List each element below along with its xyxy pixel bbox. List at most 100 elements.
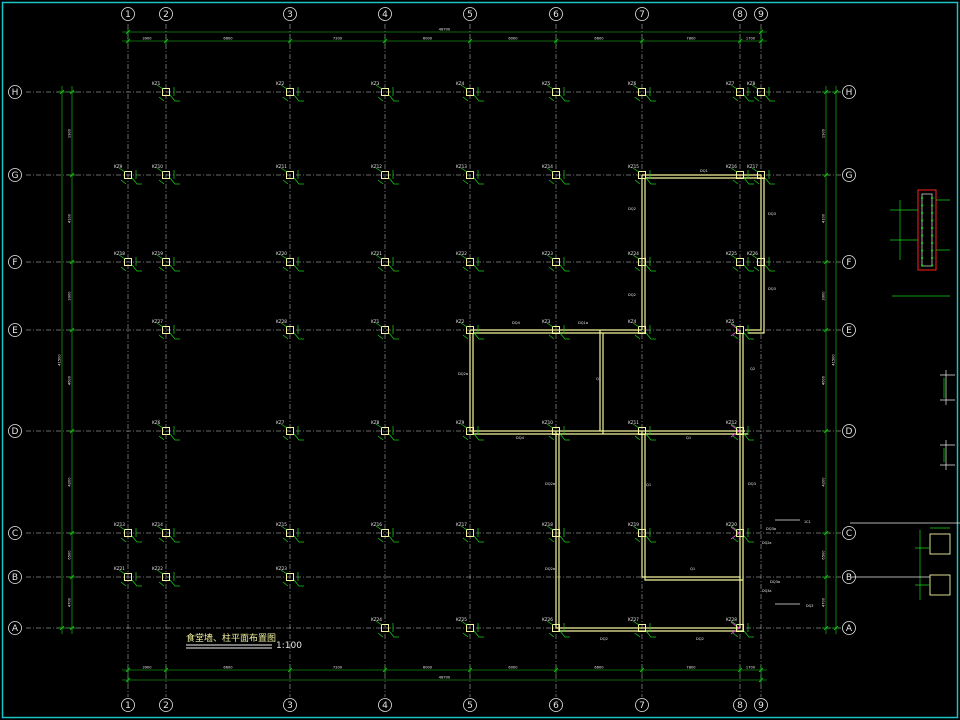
column-tag: KZ1 xyxy=(152,81,161,86)
column: KZ18 xyxy=(542,522,570,543)
column-tag: KZ3 xyxy=(542,319,551,324)
wall-label: DQ2 xyxy=(600,637,608,641)
column: KZ23 xyxy=(542,251,570,272)
right-dim-span-4: 4600 xyxy=(822,375,826,385)
column-tag: KZ13 xyxy=(456,164,467,169)
left-dim-span-6: 4100 xyxy=(68,213,72,223)
column: KZ7 xyxy=(276,420,304,441)
detail-note: DQ3 xyxy=(806,604,813,608)
column: KZ24 xyxy=(371,617,399,638)
axis-label-6: 6 xyxy=(553,701,559,711)
column: KZ12 xyxy=(726,420,754,441)
axis-bubble-A-right: A xyxy=(842,621,856,635)
column-tag: KZ17 xyxy=(456,522,467,527)
top-dim-span-3: 7200 xyxy=(333,37,343,41)
wall-label: DQ3a xyxy=(770,580,780,584)
axis-bubble-F-left: F xyxy=(8,255,22,269)
column-tag: KZ9 xyxy=(114,164,123,169)
bottom-dim-total: 48700 xyxy=(439,676,451,680)
wall-detail-middle xyxy=(940,370,955,470)
column: KZ14 xyxy=(542,164,570,185)
column: KZ16 xyxy=(371,522,399,543)
right-dim-span-3: 4200 xyxy=(822,477,826,487)
top-dim-span-2: 6600 xyxy=(223,37,233,41)
column-tag: KZ16 xyxy=(371,522,382,527)
column: KZ8 xyxy=(371,420,399,441)
wall-label: Q2 xyxy=(750,367,755,371)
column: KZ11 xyxy=(276,164,304,185)
column-tag: KZ4 xyxy=(628,319,637,324)
axis-label-H: H xyxy=(846,88,853,98)
shear-wall-axis7-lower-inner xyxy=(644,434,743,581)
column: KZ19 xyxy=(152,251,180,272)
wall-label: Q1 xyxy=(646,483,651,487)
top-dim-span-5: 6000 xyxy=(508,37,518,41)
column: KZ25 xyxy=(456,617,484,638)
column: KZ21 xyxy=(371,251,399,272)
right-dim-total: 41500 xyxy=(832,354,836,366)
column-tag: KZ17 xyxy=(747,164,758,169)
column-tag: KZ12 xyxy=(371,164,382,169)
axis-label-A: A xyxy=(846,624,853,634)
column-tag: KZ24 xyxy=(628,251,639,256)
axis-bubble-F-right: F xyxy=(842,255,856,269)
column: KZ5 xyxy=(542,81,570,102)
axis-label-E: E xyxy=(12,326,18,336)
shear-wall-e-d-box-inner xyxy=(472,333,748,435)
column: KZ22 xyxy=(456,251,484,272)
column: KZ11 xyxy=(628,420,656,441)
column-tag: KZ27 xyxy=(628,617,639,622)
wall-label: DQ2 xyxy=(628,293,636,297)
top-dim-span-4: 6000 xyxy=(423,37,433,41)
column-tag: KZ10 xyxy=(542,420,553,425)
wall-label: DQ4 xyxy=(516,436,525,440)
column-tag: KZ21 xyxy=(114,566,125,571)
wall-label: DQ2a xyxy=(545,567,555,571)
column: KZ1 xyxy=(371,319,399,340)
axis-label-5: 5 xyxy=(467,10,473,20)
axis-bubble-1-bottom: 1 xyxy=(121,698,135,712)
column: KZ15 xyxy=(276,522,304,543)
shear-wall-g-row xyxy=(642,174,762,331)
column-tag: KZ14 xyxy=(152,522,163,527)
column-tag: KZ28 xyxy=(726,617,737,622)
column-tag: KZ18 xyxy=(542,522,553,527)
column: KZ18 xyxy=(114,251,142,272)
column-tag: KZ22 xyxy=(152,566,163,571)
axis-label-G: G xyxy=(12,171,19,181)
axis-lines xyxy=(26,24,842,697)
axis-bubble-5-bottom: 5 xyxy=(463,698,477,712)
column-tag: KZ23 xyxy=(276,566,287,571)
axis-bubble-H-left: H xyxy=(8,85,22,99)
axis-label-1: 1 xyxy=(125,701,131,711)
axis-label-2: 2 xyxy=(163,10,169,20)
column-tag: KZ26 xyxy=(747,251,758,256)
column: KZ26 xyxy=(747,251,775,272)
column-tag: KZ24 xyxy=(371,617,382,622)
column-tag: KZ18 xyxy=(114,251,125,256)
shear-wall-axis6-lower-inner xyxy=(558,434,743,632)
wall-label: DQ3 xyxy=(748,482,756,486)
column: KZ8 xyxy=(747,81,775,102)
shear-wall-axis7-lower xyxy=(641,431,740,578)
column-tag: KZ21 xyxy=(371,251,382,256)
column: KZ5 xyxy=(726,319,754,340)
axis-bubble-6-top: 6 xyxy=(549,7,563,21)
axis-bubble-6-bottom: 6 xyxy=(549,698,563,712)
axis-label-G: G xyxy=(846,171,853,181)
column-tag: KZ6 xyxy=(628,81,637,86)
axis-label-7: 7 xyxy=(639,10,645,20)
axis-label-7: 7 xyxy=(639,701,645,711)
top-dim-span-1: 3900 xyxy=(142,37,152,41)
wall-label: DQ3a xyxy=(766,527,776,531)
right-dim-span-2: 6500 xyxy=(822,550,826,560)
right-dim-span-7: 1900 xyxy=(822,128,826,138)
column-tag: KZ8 xyxy=(371,420,380,425)
column-tag: KZ20 xyxy=(726,522,737,527)
column: KZ4 xyxy=(456,81,484,102)
top-dim-span-7: 7800 xyxy=(686,37,696,41)
